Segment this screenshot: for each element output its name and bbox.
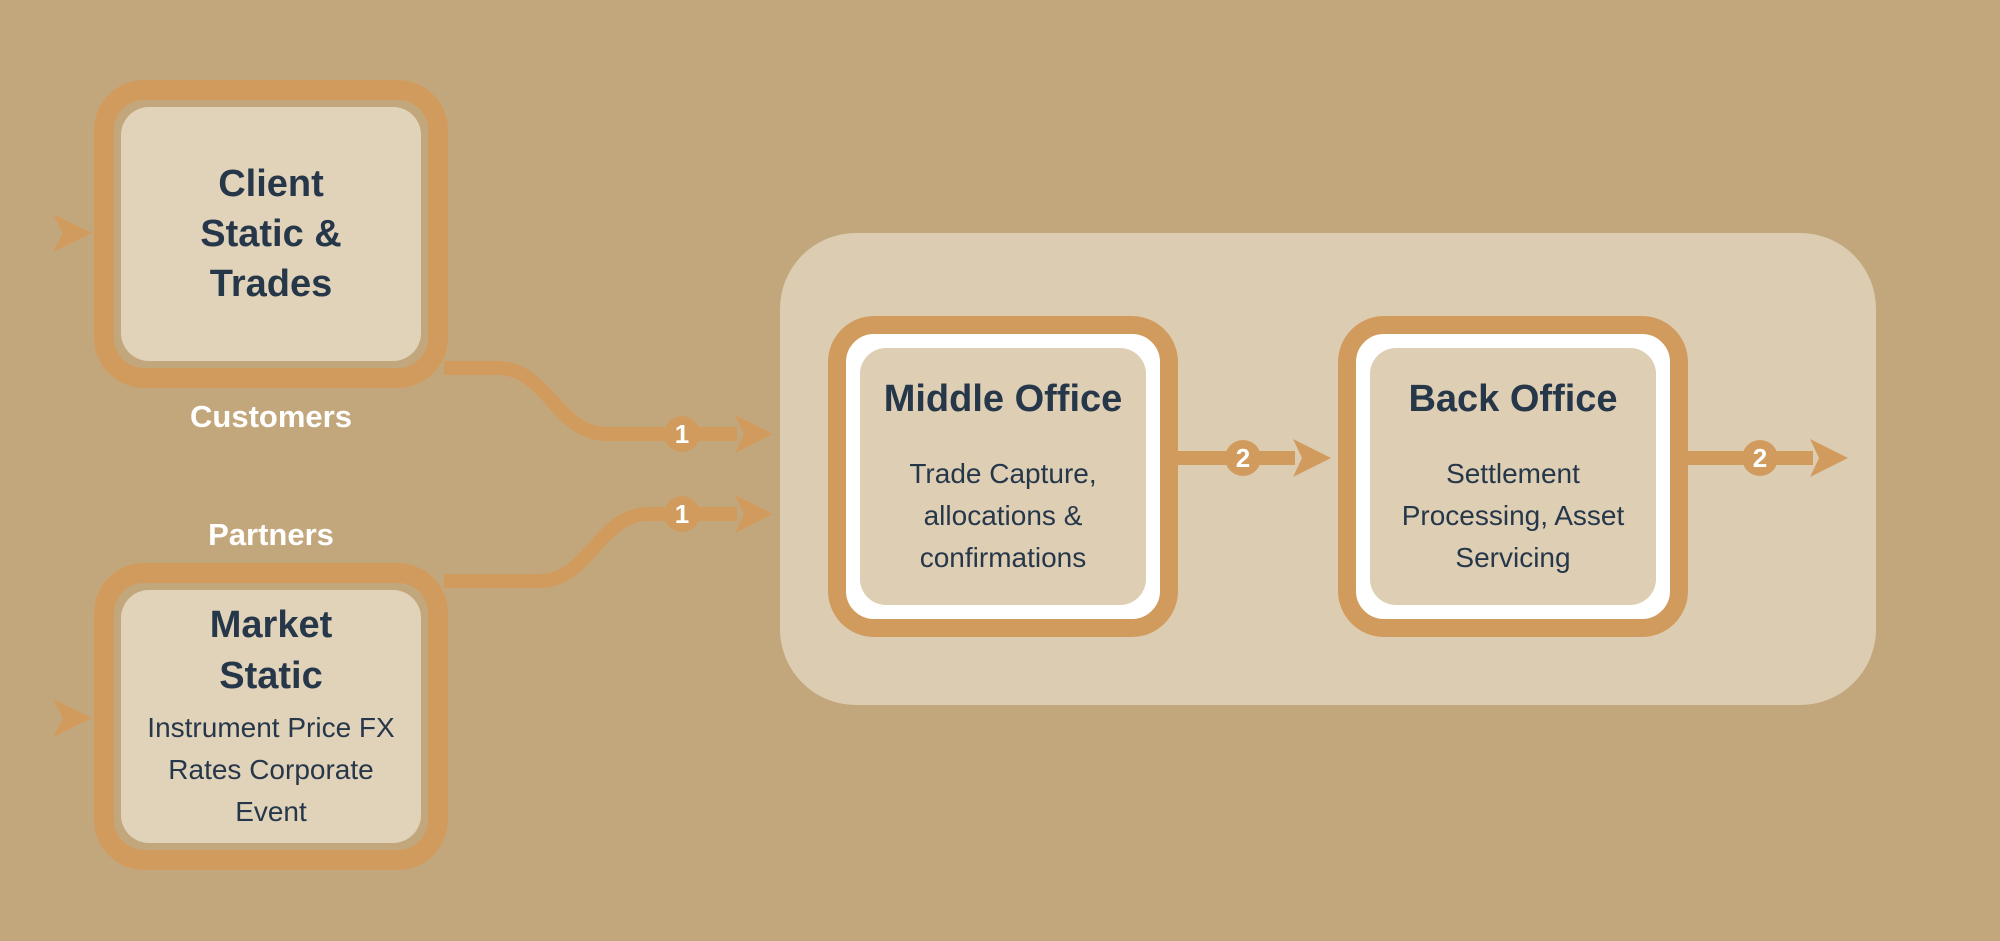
- market-static-title: Market Static: [209, 604, 333, 697]
- arrowhead-icon: [735, 415, 773, 453]
- inbound-arrow-icon: [53, 214, 92, 252]
- customers-label: Customers: [190, 399, 352, 434]
- flow-badge-circle: [664, 416, 700, 452]
- flow-badge-number: 1: [675, 419, 689, 449]
- flow-badge-number: 2: [1753, 443, 1767, 473]
- middle-office-card: Middle Office Trade Capture, allocations…: [828, 316, 1178, 637]
- inbound-arrow-icon: [53, 699, 92, 737]
- middle-office-title: Middle Office: [883, 378, 1123, 421]
- middle-office-detail: Trade Capture, allocations & confirmatio…: [909, 457, 1097, 573]
- arrowhead-icon: [1810, 439, 1848, 477]
- flow-badge-circle: [1225, 440, 1261, 476]
- arrowhead-icon: [1293, 439, 1331, 477]
- market-static-card-body: Market Static Instrument Price FX Rates …: [121, 590, 421, 843]
- flow-line-partners: [444, 507, 737, 588]
- client-static-trades-card: Client Static & Trades: [94, 80, 448, 388]
- flow-badge-number: 2: [1236, 443, 1250, 473]
- flow-badge-circle: [1742, 440, 1778, 476]
- flow-badge-circle: [664, 496, 700, 532]
- flow-line-customers: [444, 361, 737, 441]
- market-static-detail: Instrument Price FX Rates Corporate Even…: [147, 711, 395, 827]
- market-static-card: Market Static Instrument Price FX Rates …: [94, 563, 448, 870]
- back-office-card: Back Office Settlement Processing, Asset…: [1338, 316, 1688, 637]
- flow-badge-number: 1: [675, 499, 689, 529]
- arrowhead-icon: [735, 495, 773, 533]
- client-static-trades-card-body: Client Static & Trades: [121, 107, 421, 361]
- middle-office-card-body: Middle Office Trade Capture, allocations…: [860, 348, 1146, 605]
- back-office-detail: Settlement Processing, Asset Servicing: [1401, 457, 1625, 573]
- back-office-title: Back Office: [1408, 378, 1618, 421]
- back-office-card-body: Back Office Settlement Processing, Asset…: [1370, 348, 1656, 605]
- client-static-trades-title: Client Static & Trades: [200, 162, 342, 306]
- partners-label: Partners: [208, 517, 334, 552]
